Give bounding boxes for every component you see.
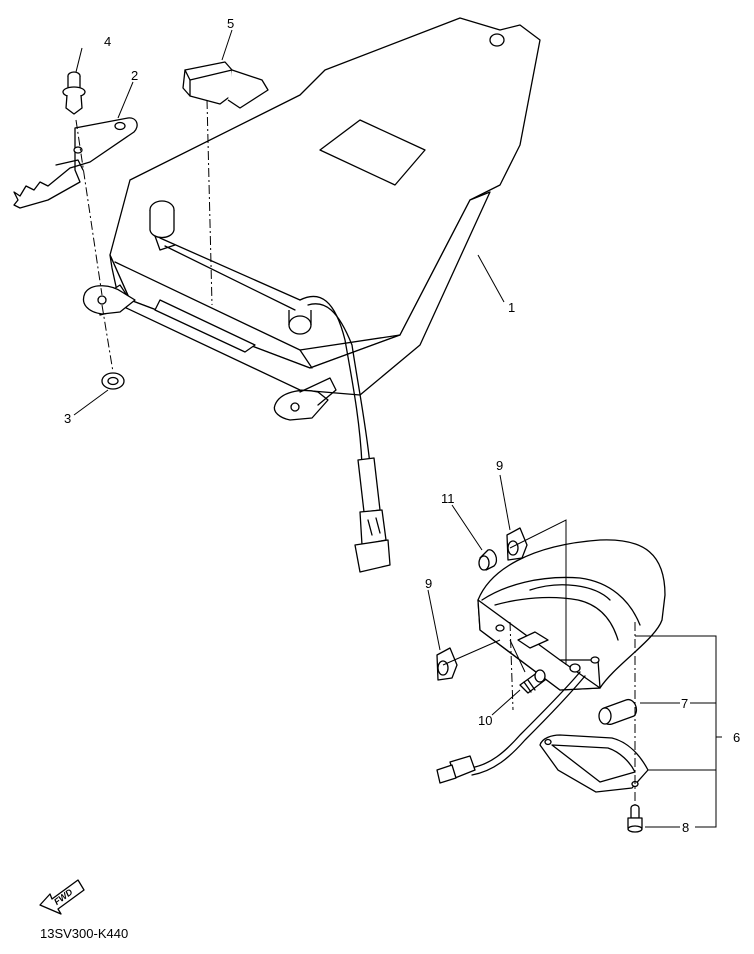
callout-6: 6 <box>733 730 740 745</box>
callout-8: 8 <box>682 820 689 835</box>
grommet-part-11 <box>478 549 498 571</box>
callout-1: 1 <box>508 300 515 315</box>
callout-10: 10 <box>478 713 492 728</box>
screw-part-8 <box>627 804 643 833</box>
callout-2: 2 <box>131 68 138 83</box>
callout-9-upper: 9 <box>496 458 503 473</box>
callout-4: 4 <box>104 34 111 49</box>
rivet-part-4 <box>62 71 86 115</box>
tail-lamp-part-6 <box>436 539 666 793</box>
leader-lines <box>73 29 722 828</box>
callout-5: 5 <box>227 16 234 31</box>
fwd-arrow-icon: FWD <box>39 879 85 915</box>
diagram-code: 13SV300-K440 <box>40 926 128 941</box>
bulb-part-7 <box>598 698 638 725</box>
tray-part-1 <box>82 17 541 573</box>
callout-9-lower: 9 <box>425 576 432 591</box>
callout-3: 3 <box>64 411 71 426</box>
plate-part-2 <box>13 117 138 209</box>
assembly-guide-lines <box>75 99 636 805</box>
nut-part-9-lower <box>436 647 458 681</box>
callout-labels: 1 2 3 4 5 6 7 8 9 9 10 11 <box>64 16 740 835</box>
clip-part-5 <box>182 61 269 109</box>
callout-11: 11 <box>441 491 455 506</box>
callout-7: 7 <box>681 696 688 711</box>
washer-part-3 <box>101 372 125 390</box>
bolt-part-10 <box>519 669 546 694</box>
